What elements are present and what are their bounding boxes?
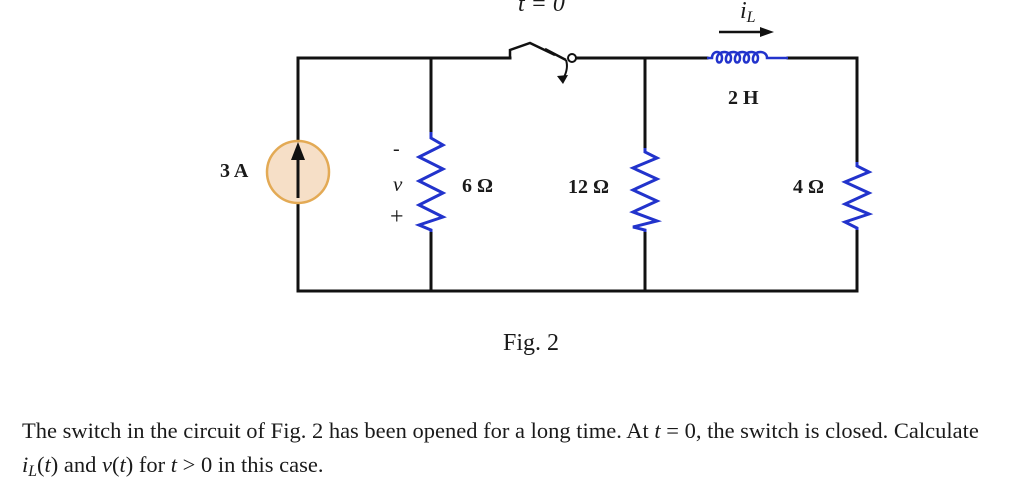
problem-var-t: t: [170, 452, 178, 477]
r2-label: 12 Ω: [568, 176, 609, 198]
inductor-icon: [707, 50, 788, 64]
problem-text-5: > 0 in this case.: [177, 452, 324, 477]
source-label: 3 A: [220, 160, 249, 182]
switch-blade: [508, 41, 556, 58]
problem-var-t: t: [119, 452, 126, 477]
voltage-name: v: [393, 172, 403, 196]
switch: [508, 41, 577, 84]
current-arrow-head-icon: [291, 142, 305, 160]
paren-open-1: (: [37, 452, 45, 477]
inductor-label: 2 H: [728, 87, 759, 109]
problem-var-l: L: [28, 463, 38, 480]
r3-label: 4 Ω: [793, 176, 824, 198]
problem-statement: The switch in the circuit of Fig. 2 has …: [22, 414, 1002, 482]
circuit-diagram: 3 A - v + 6 Ω 12 Ω 4 Ω t = 0 2 H iL: [220, 0, 874, 293]
resistor-4-icon: [841, 162, 874, 230]
r1-label: 6 Ω: [462, 175, 493, 197]
problem-text-2: = 0, the switch is closed. Calculate: [660, 418, 979, 443]
il-arrow-head-icon: [760, 27, 774, 37]
problem-var-i: i: [22, 452, 29, 477]
problem-var-t: t: [654, 418, 661, 443]
switch-contact: [567, 53, 577, 63]
switch-label: t = 0: [518, 0, 565, 17]
il-label: iL: [740, 0, 756, 26]
current-source: [265, 58, 331, 292]
voltage-plus: +: [390, 204, 404, 230]
problem-text-1: The switch in the circuit of Fig. 2 has …: [22, 418, 655, 443]
resistor-6-icon: [414, 132, 447, 232]
problem-var-v: v: [102, 452, 113, 477]
problem-text-3: ) and: [50, 452, 103, 477]
wires: [296, 56, 859, 293]
problem-text-4: ) for: [125, 452, 171, 477]
figure-caption: Fig. 2: [503, 330, 560, 356]
problem-var-t: t: [44, 452, 51, 477]
paren-open-2: (: [112, 452, 120, 477]
resistor-12-icon: [629, 148, 663, 232]
voltage-minus: -: [393, 138, 400, 160]
